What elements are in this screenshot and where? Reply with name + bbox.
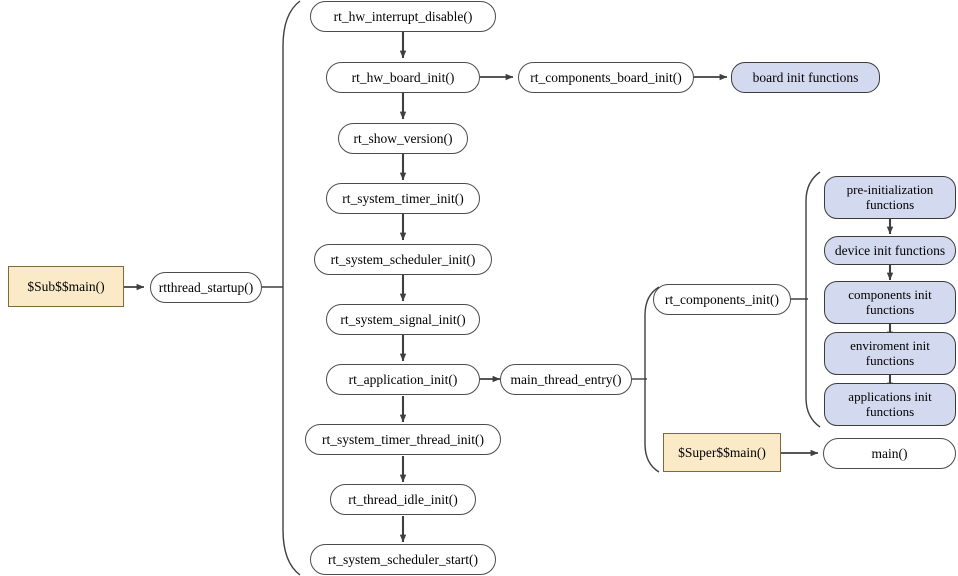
node-label: main()	[871, 445, 908, 461]
node-label: rt_system_timer_thread_init()	[322, 431, 484, 447]
node-components-init-functions[interactable]: components init functions	[824, 281, 956, 324]
node-label: main_thread_entry()	[510, 371, 622, 387]
node-label: enviroment init functions	[850, 337, 930, 368]
node-rt-application-init[interactable]: rt_application_init()	[326, 364, 480, 395]
node-super-main[interactable]: $Super$$main()	[663, 433, 781, 472]
node-label: rt_components_board_init()	[530, 69, 682, 85]
node-rt-system-signal-init[interactable]: rt_system_signal_init()	[326, 304, 480, 335]
node-rt-components-board-init[interactable]: rt_components_board_init()	[518, 62, 694, 93]
node-label: rt_thread_idle_init()	[348, 491, 458, 507]
node-rt-system-timer-thread-init[interactable]: rt_system_timer_thread_init()	[305, 424, 501, 455]
node-rt-show-version[interactable]: rt_show_version()	[338, 123, 468, 154]
node-label: components init functions	[848, 286, 932, 317]
node-device-init-functions[interactable]: device init functions	[824, 236, 956, 265]
node-label: rt_hw_interrupt_disable()	[333, 8, 473, 24]
node-rt-system-timer-init[interactable]: rt_system_timer_init()	[326, 183, 480, 214]
node-label: rt_show_version()	[353, 130, 453, 146]
node-label: applications init functions	[848, 388, 932, 419]
node-rt-components-init[interactable]: rt_components_init()	[653, 284, 791, 315]
node-applications-init-functions[interactable]: applications init functions	[824, 383, 956, 426]
node-super-main-label: $Super$$main()	[678, 444, 766, 460]
node-sub-main[interactable]: $Sub$$main()	[8, 266, 124, 307]
node-rtthread-startup-label: rtthread_startup()	[158, 279, 254, 295]
node-label: rt_system_scheduler_init()	[330, 251, 476, 267]
node-enviroment-init-functions[interactable]: enviroment init functions	[824, 332, 956, 375]
node-rt-system-scheduler-start[interactable]: rt_system_scheduler_start()	[310, 544, 496, 575]
node-label: rt_application_init()	[348, 371, 458, 387]
node-rt-hw-board-init[interactable]: rt_hw_board_init()	[326, 62, 480, 93]
node-rt-system-scheduler-init[interactable]: rt_system_scheduler_init()	[314, 244, 492, 275]
node-label: board init functions	[752, 69, 859, 85]
node-board-init-functions[interactable]: board init functions	[731, 62, 880, 93]
node-main[interactable]: main()	[823, 438, 956, 469]
node-rt-thread-idle-init[interactable]: rt_thread_idle_init()	[330, 484, 476, 515]
node-label: rt_system_timer_init()	[342, 190, 464, 206]
node-label: rt_system_scheduler_start()	[328, 551, 478, 567]
node-label: device init functions	[834, 242, 946, 258]
node-pre-initialization-functions[interactable]: pre-initialization functions	[824, 176, 956, 219]
node-sub-main-label: $Sub$$main()	[27, 278, 105, 294]
node-label: rt_system_signal_init()	[340, 311, 466, 327]
node-label: pre-initialization functions	[846, 181, 934, 212]
node-rt-hw-interrupt-disable[interactable]: rt_hw_interrupt_disable()	[310, 1, 496, 32]
node-label: rt_hw_board_init()	[351, 69, 455, 85]
node-main-thread-entry[interactable]: main_thread_entry()	[500, 364, 632, 395]
brace-startup-sequence	[282, 0, 301, 576]
node-label: rt_components_init()	[665, 291, 779, 307]
node-rtthread-startup[interactable]: rtthread_startup()	[150, 272, 262, 303]
brace-init-functions	[805, 171, 821, 428]
brace-main-thread-entry	[644, 286, 660, 473]
